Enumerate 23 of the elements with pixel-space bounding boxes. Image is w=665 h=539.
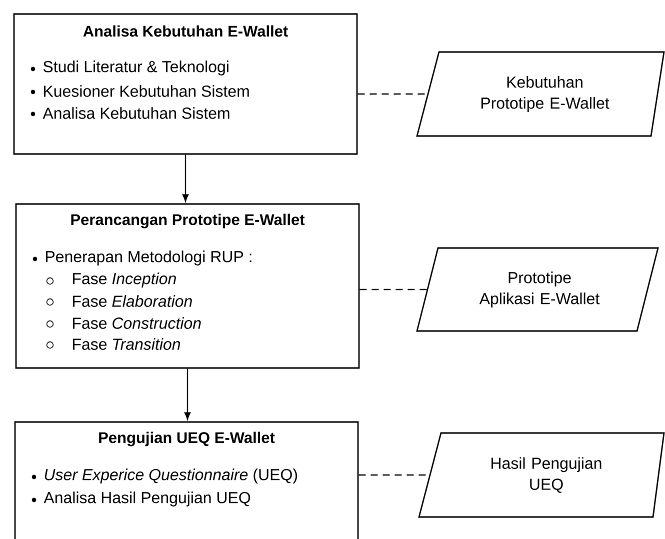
box-heading: Perancangan Prototipe E-Wallet xyxy=(71,214,305,228)
output-parallelogram: Prototipe Aplikasi E-Wallet xyxy=(416,247,659,332)
list-item: Fase Inception xyxy=(46,272,176,288)
list-item: Fase Construction xyxy=(46,317,201,329)
process-box xyxy=(14,421,359,539)
list-item: Fase Transition xyxy=(46,338,180,350)
list-item: Penerapan Metodologi RUP : xyxy=(32,250,252,266)
list-item: Fase Elaboration xyxy=(46,295,192,307)
dashed-connector xyxy=(358,93,428,95)
list-item: User Experice Questionnaire (UEQ) xyxy=(32,468,297,484)
arrow xyxy=(182,154,189,202)
process-box xyxy=(13,13,358,155)
output-parallelogram: Kebutuhan Prototipe E-Wallet xyxy=(416,51,665,137)
list-item: Analisa Kebutuhan Sistem xyxy=(30,107,230,119)
output-parallelogram: Hasil Pengujian UEQ xyxy=(418,432,665,518)
process-box xyxy=(15,203,360,369)
list-item: Kuesioner Kebutuhan Sistem xyxy=(30,85,249,97)
box-heading: Analisa Kebutuhan E-Wallet xyxy=(83,25,288,37)
list-item: Studi Literatur & Teknologi xyxy=(30,60,228,76)
box-heading: Pengujian UEQ E-Wallet xyxy=(99,432,275,446)
arrow xyxy=(184,368,191,420)
dashed-connector xyxy=(360,288,427,290)
list-item: Analisa Hasil Pengujian UEQ xyxy=(32,492,250,506)
